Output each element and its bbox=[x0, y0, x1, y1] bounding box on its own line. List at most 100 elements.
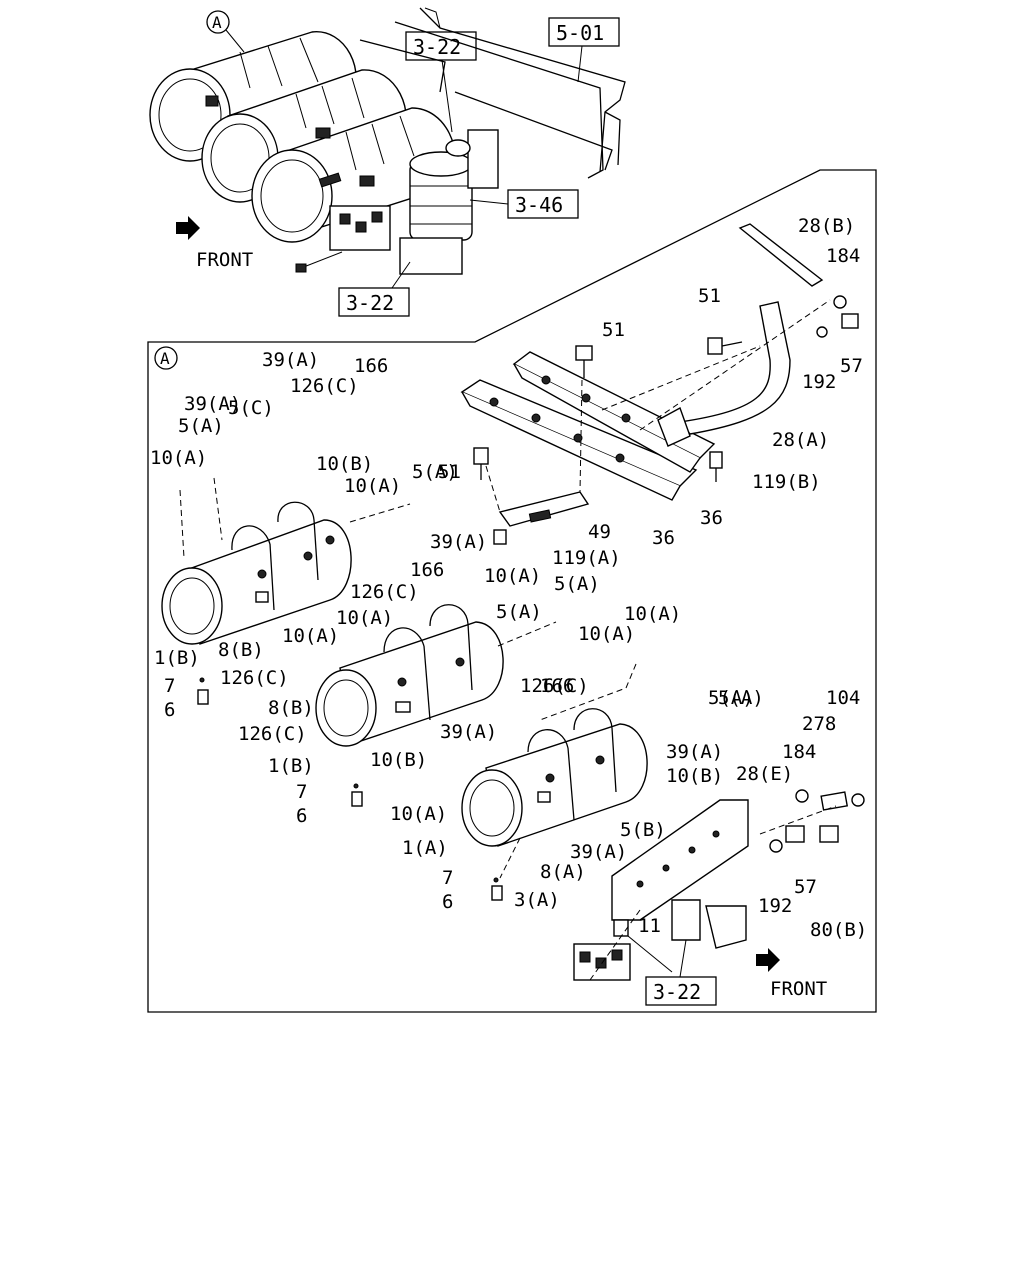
callout-label: 5(A) bbox=[554, 573, 600, 595]
svg-text:A: A bbox=[212, 13, 222, 32]
callout-label: 6 bbox=[296, 805, 307, 827]
callout-label: 39(A) bbox=[430, 531, 487, 553]
callout-label: 5(A) bbox=[178, 415, 224, 437]
callout-label: 51 bbox=[698, 285, 721, 307]
callout-label: 7 bbox=[296, 781, 307, 803]
callout-label: 126(C) bbox=[290, 375, 359, 397]
callout-label: 192 bbox=[802, 371, 836, 393]
callout-label: 1(B) bbox=[154, 647, 200, 669]
ref-box-5-01[interactable]: 5-01 bbox=[548, 17, 620, 83]
callout-label: 28(B) bbox=[798, 215, 855, 237]
bracket-28 bbox=[657, 223, 824, 447]
callout-label: 36 bbox=[700, 507, 723, 529]
top-overview: A FRONT 5-01 3-22 3-46 3-22 bbox=[149, 7, 626, 317]
callout-label: 39(A) bbox=[262, 349, 319, 371]
callout-label: 10(B) bbox=[370, 749, 427, 771]
callout-label: 10(A) bbox=[578, 623, 635, 645]
callout-label: 8(B) bbox=[268, 697, 314, 719]
callout-label: 8(B) bbox=[218, 639, 264, 661]
svg-text:3-22: 3-22 bbox=[413, 35, 461, 59]
ref-box-3-22-top[interactable]: 3-22 bbox=[405, 31, 477, 133]
callout-label: 57 bbox=[840, 355, 863, 377]
callout-label: 126(C) bbox=[520, 675, 589, 697]
ref-box-3-46[interactable]: 3-46 bbox=[469, 189, 579, 219]
tank-lower bbox=[461, 708, 648, 847]
callout-label: 278 bbox=[802, 713, 836, 735]
callout-label: 10(B) bbox=[666, 765, 723, 787]
callout-label: 10(A) bbox=[484, 565, 541, 587]
callout-label: 28(A) bbox=[772, 429, 829, 451]
svg-text:3-22: 3-22 bbox=[653, 980, 701, 1004]
detail-frame bbox=[147, 169, 877, 1013]
callout-label: 10(A) bbox=[390, 803, 447, 825]
svg-text:3-46: 3-46 bbox=[515, 193, 563, 217]
svg-text:3-22: 3-22 bbox=[346, 291, 394, 315]
callout-label: 7 bbox=[164, 675, 175, 697]
callout-label: 51 bbox=[438, 461, 461, 483]
callout-label: 119(A) bbox=[552, 547, 621, 569]
callout-label: 49 bbox=[588, 521, 611, 543]
svg-text:5-01: 5-01 bbox=[556, 21, 604, 45]
callout-label: 119(B) bbox=[752, 471, 821, 493]
chassis-frame-member bbox=[359, 7, 626, 179]
bracket-49 bbox=[498, 491, 590, 527]
bracket-28E bbox=[611, 799, 749, 949]
detail-view: A bbox=[154, 223, 865, 1006]
callout-label: 39(A) bbox=[570, 841, 627, 863]
callout-label: 1(A) bbox=[402, 837, 448, 859]
tank-upper bbox=[161, 501, 352, 645]
svg-text:FRONT: FRONT bbox=[196, 249, 253, 271]
drain-fittings bbox=[197, 677, 503, 901]
callout-labels: 39(A)1665(C)126(C)39(A)5(A)10(A)10(B)10(… bbox=[150, 215, 867, 941]
callout-label: 10(A) bbox=[344, 475, 401, 497]
callout-label: 5(B) bbox=[620, 819, 666, 841]
callout-label: 51 bbox=[602, 319, 625, 341]
callout-label: 10(A) bbox=[624, 603, 681, 625]
callout-label: 126(C) bbox=[238, 723, 307, 745]
callout-label: 5(A) bbox=[412, 461, 458, 483]
tank-middle bbox=[315, 604, 504, 747]
callout-label: 126(C) bbox=[220, 667, 289, 689]
callout-label: 104 bbox=[826, 687, 860, 709]
callout-label: 5(A) bbox=[718, 687, 764, 709]
bottom-valve-assembly bbox=[573, 919, 673, 981]
callout-label: 184 bbox=[782, 741, 816, 763]
callout-label: 3(A) bbox=[514, 889, 560, 911]
callout-label: 1(B) bbox=[268, 755, 314, 777]
callout-label: 10(B) bbox=[316, 453, 373, 475]
top-air-tanks bbox=[149, 31, 457, 243]
guide-lines bbox=[179, 299, 837, 981]
callout-label: 184 bbox=[826, 245, 860, 267]
callout-label: 166 bbox=[540, 675, 574, 697]
callout-label: 39(A) bbox=[440, 721, 497, 743]
ref-box-3-22-bottom[interactable]: 3-22 bbox=[338, 261, 411, 317]
top-valve-assembly bbox=[295, 205, 391, 273]
svg-text:FRONT: FRONT bbox=[770, 978, 827, 1000]
callout-label: 36 bbox=[652, 527, 675, 549]
bolts bbox=[473, 295, 859, 545]
callout-label: 10(A) bbox=[282, 625, 339, 647]
callout-label: 5(A) bbox=[496, 601, 542, 623]
air-dryer bbox=[399, 129, 499, 275]
callout-label: 7 bbox=[442, 867, 453, 889]
callout-label: 126(C) bbox=[350, 581, 419, 603]
callout-label: 166 bbox=[410, 559, 444, 581]
callout-label: 8(A) bbox=[540, 861, 586, 883]
callout-label: 10(A) bbox=[336, 607, 393, 629]
view-marker-top: A bbox=[206, 10, 245, 53]
callout-label: 11 bbox=[638, 915, 661, 937]
callout-label: 39(A) bbox=[184, 393, 241, 415]
ref-box-3-22-detail[interactable]: 3-22 bbox=[645, 939, 717, 1006]
callout-label: 57 bbox=[794, 876, 817, 898]
callout-label: 5(A) bbox=[708, 687, 754, 709]
callout-label: 10(A) bbox=[150, 447, 207, 469]
view-marker-detail: A bbox=[154, 346, 178, 370]
callout-label: 80(B) bbox=[810, 919, 867, 941]
svg-text:A: A bbox=[160, 349, 170, 368]
callout-label: 39(A) bbox=[666, 741, 723, 763]
callout-label: 6 bbox=[442, 891, 453, 913]
front-arrow-top: FRONT bbox=[176, 216, 253, 271]
callout-label: 166 bbox=[354, 355, 388, 377]
